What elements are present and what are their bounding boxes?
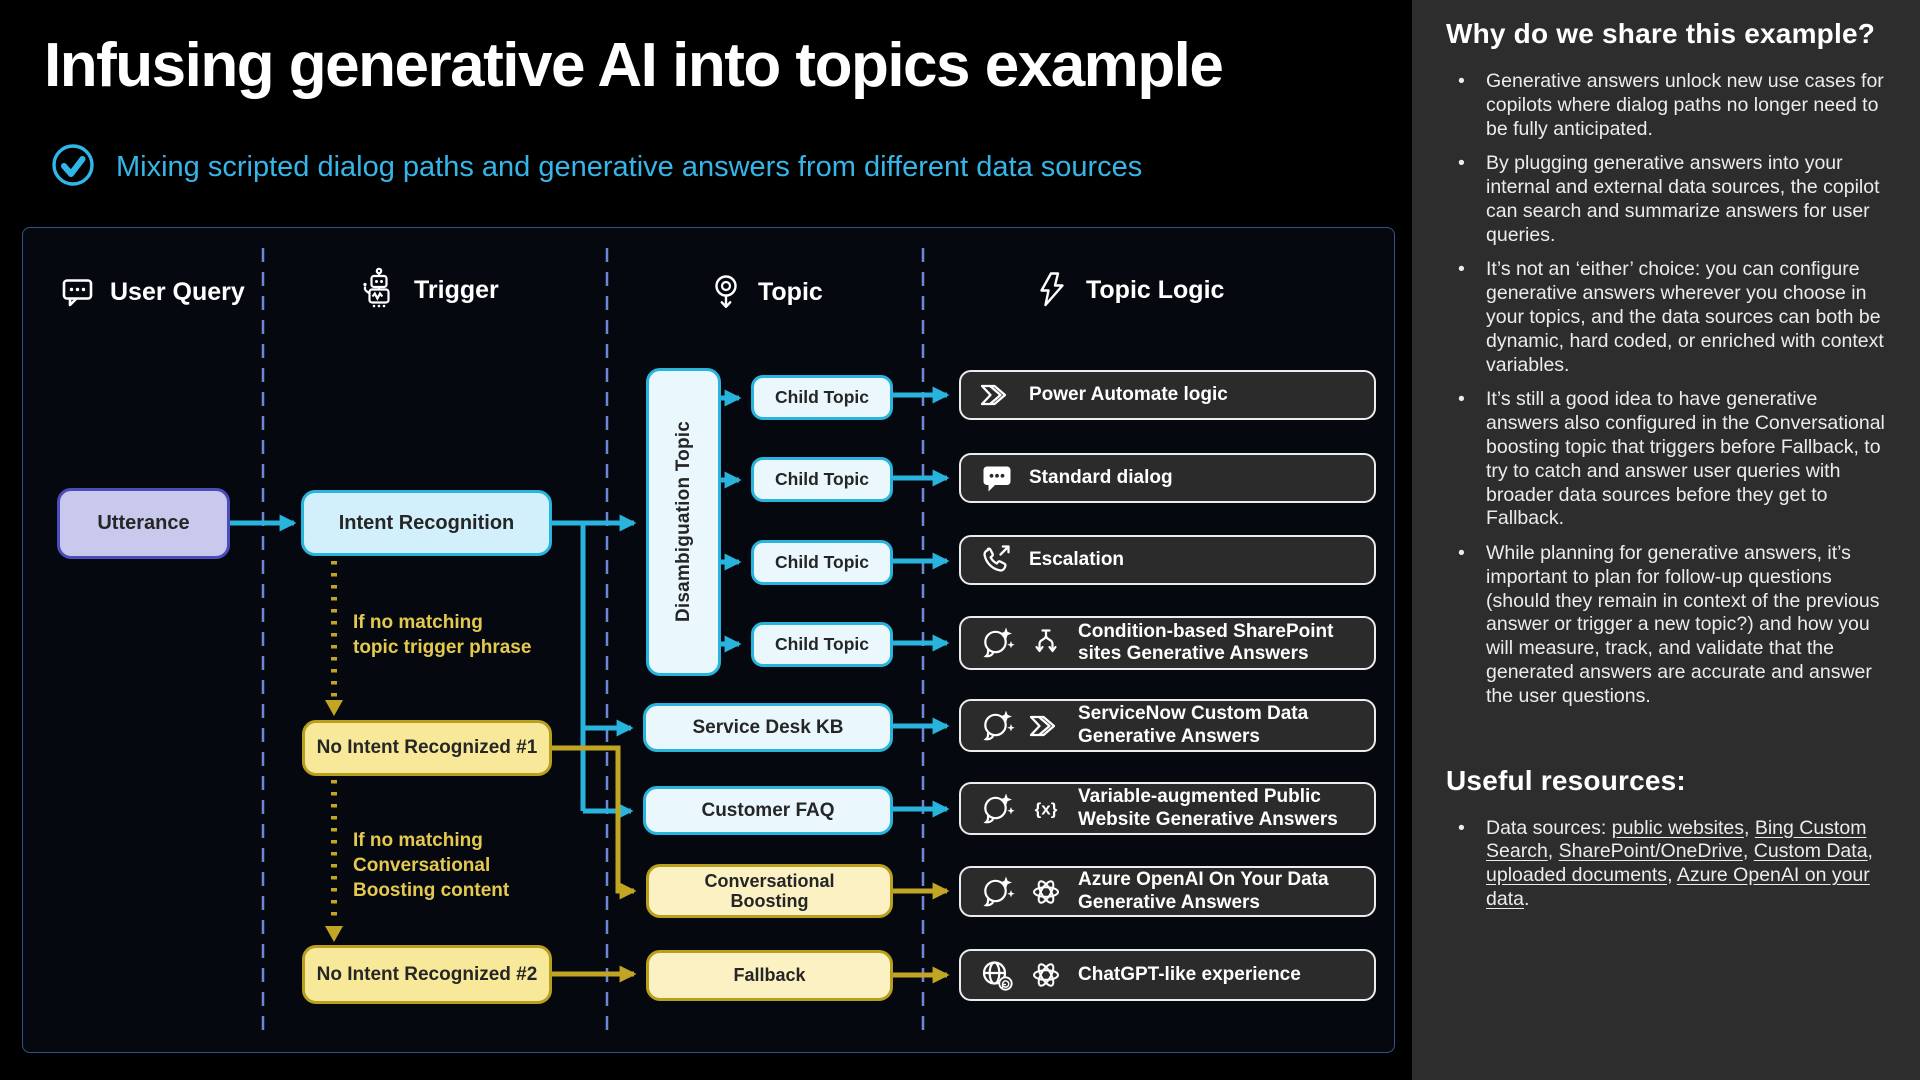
resources-list: Data sources: public websites, Bing Cust… <box>1446 817 1892 912</box>
logic-label: Azure OpenAI On Your Data Generative Ans… <box>1078 869 1329 913</box>
sidebar-bullet: It’s not an ‘either’ choice: you can con… <box>1446 258 1892 377</box>
generative-answers-icon <box>983 793 1015 823</box>
column-header-label: Topic Logic <box>1086 275 1225 304</box>
sidebar-bullet-list: Generative answers unlock new use cases … <box>1446 70 1892 709</box>
resources-intro: Data sources: <box>1486 816 1612 839</box>
sidebar-bullet: While planning for generative answers, i… <box>1446 542 1892 708</box>
node-intent-recognition: Intent Recognition <box>301 490 552 556</box>
logic-variable-public-website-genanswers: {x} Variable-augmented Public Website Ge… <box>959 782 1376 835</box>
page-subtitle: Mixing scripted dialog paths and generat… <box>116 151 1143 183</box>
annotation-no-topic-match: If no matching topic trigger phrase <box>353 612 532 659</box>
logic-label: Power Automate logic <box>1029 383 1228 405</box>
sidebar-bullet: Generative answers unlock new use cases … <box>1446 70 1892 141</box>
link-separator: , <box>1743 816 1755 839</box>
logic-azure-openai-genanswers: Azure OpenAI On Your Data Generative Ans… <box>959 866 1376 917</box>
topic-target-icon <box>715 275 737 308</box>
node-conversational-boosting: Conversational Boosting <box>646 864 893 918</box>
variable-icon: {x} <box>1035 799 1058 818</box>
node-child-topic-3: Child Topic <box>751 540 893 585</box>
diagram-panel: User Query Trigger <box>22 227 1395 1053</box>
chat-dots-icon <box>983 466 1011 492</box>
phone-arrow-icon <box>983 545 1010 572</box>
connector-layer <box>230 248 950 1034</box>
sidebar-bullet: By plugging generative answers into your… <box>1446 152 1892 247</box>
link-separator: , <box>1667 864 1677 887</box>
column-header-label: User Query <box>110 277 245 306</box>
node-service-desk-kb: Service Desk KB <box>643 703 893 752</box>
sidebar-heading: Why do we share this example? <box>1446 18 1876 49</box>
resources-bullet: Data sources: public websites, Bing Cust… <box>1446 817 1892 912</box>
logic-label: ChatGPT-like experience <box>1078 963 1301 985</box>
globe-icon <box>982 961 1013 991</box>
logic-condition-sharepoint-genanswers: Condition-based SharePoint sites Generat… <box>959 616 1376 670</box>
svg-text:{x}: {x} <box>1035 799 1058 818</box>
link-uploaded-documents[interactable]: uploaded documents <box>1486 864 1668 887</box>
logic-chatgpt-like-experience: ChatGPT-like experience <box>959 949 1376 1001</box>
link-separator: , <box>1547 840 1559 863</box>
power-automate-icon <box>980 384 1007 406</box>
logic-power-automate: Power Automate logic <box>959 370 1376 420</box>
node-child-topic-1: Child Topic <box>751 375 893 420</box>
generative-answers-icon <box>983 710 1015 740</box>
node-no-intent-recognized-1: No Intent Recognized #1 <box>302 720 552 776</box>
column-header-topic: Topic <box>707 272 823 312</box>
link-separator: , <box>1867 840 1873 863</box>
link-azure-openai-on-your-data[interactable]: Azure OpenAI on your data <box>1486 864 1870 910</box>
openai-logo-icon <box>1033 963 1059 987</box>
link-public-websites[interactable]: public websites <box>1611 816 1744 839</box>
node-customer-faq: Customer FAQ <box>643 786 893 835</box>
logic-label: Variable-augmented Public Website Genera… <box>1078 786 1338 830</box>
annotation-no-boosting-match: If no matching Conversational Boosting c… <box>353 830 510 902</box>
condition-branch-icon <box>1035 629 1057 653</box>
link-custom-data[interactable]: Custom Data <box>1753 840 1868 863</box>
column-header-trigger: Trigger <box>357 266 499 314</box>
node-no-intent-recognized-2: No Intent Recognized #2 <box>302 945 552 1004</box>
column-header-topic-logic: Topic Logic <box>1035 270 1224 310</box>
node-utterance: Utterance <box>57 488 230 559</box>
link-separator: , <box>1742 840 1754 863</box>
column-header-label: Topic <box>758 277 823 306</box>
logic-label: Escalation <box>1029 548 1125 570</box>
logic-label: Standard dialog <box>1029 466 1173 488</box>
node-child-topic-4: Child Topic <box>751 622 893 667</box>
node-child-topic-2: Child Topic <box>751 457 893 502</box>
logic-standard-dialog: Standard dialog <box>959 453 1376 503</box>
sidebar-bullet: It’s still a good idea to have generativ… <box>1446 388 1892 531</box>
resources-heading: Useful resources: <box>1446 764 1686 796</box>
power-automate-icon <box>1029 715 1056 736</box>
lightning-icon <box>1040 272 1064 307</box>
robot-icon <box>363 267 390 308</box>
dotted-arrowheads <box>325 700 343 942</box>
logic-label: Condition-based SharePoint sites Generat… <box>1078 620 1334 664</box>
page-title: Infusing generative AI into topics examp… <box>44 31 1224 100</box>
generative-answers-icon <box>983 627 1015 658</box>
link-bing-custom-search[interactable]: Bing Custom Search <box>1486 816 1867 863</box>
cyan-connectors <box>230 386 950 820</box>
column-header-label: Trigger <box>414 275 499 304</box>
column-header-user-query: User Query <box>57 272 245 312</box>
node-fallback: Fallback <box>646 950 893 1001</box>
speech-bubble-icon <box>62 279 93 307</box>
logic-servicenow-genanswers: ServiceNow Custom Data Generative Answer… <box>959 699 1376 752</box>
link-separator: . <box>1523 887 1530 910</box>
subtitle-row: Mixing scripted dialog paths and generat… <box>50 142 1142 193</box>
node-disambiguation-topic: Disambiguation Topic <box>646 368 721 676</box>
link-sharepoint-onedrive[interactable]: SharePoint/OneDrive <box>1558 840 1743 863</box>
generative-answers-icon <box>983 876 1015 906</box>
logic-escalation: Escalation <box>959 535 1376 585</box>
check-circle-icon <box>50 142 96 193</box>
logic-label: ServiceNow Custom Data Generative Answer… <box>1078 703 1309 747</box>
yellow-connectors <box>552 745 950 984</box>
sidebar: Why do we share this example? Generative… <box>1412 0 1920 1080</box>
openai-logo-icon <box>1033 879 1059 904</box>
